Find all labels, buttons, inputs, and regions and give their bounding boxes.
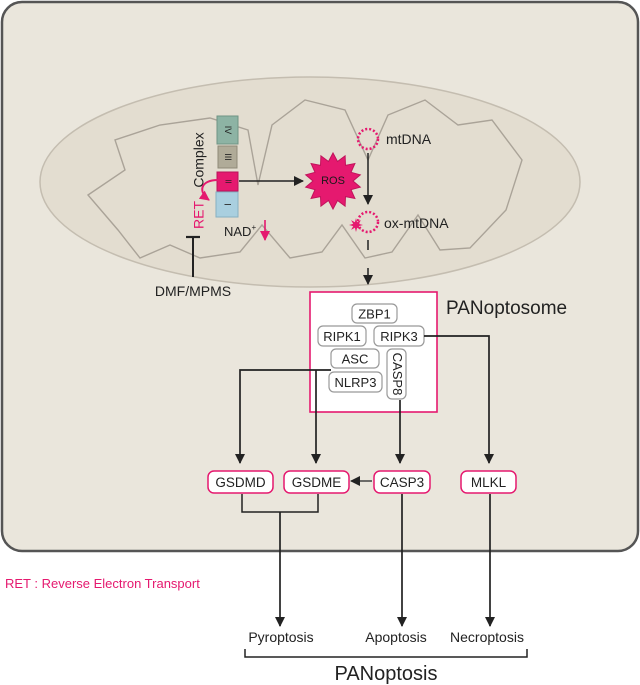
- asc-box: [330, 348, 380, 369]
- ripk1-label: RIPK1: [323, 329, 361, 344]
- gsdme-label: GSDME: [292, 475, 342, 490]
- casp8-box: [386, 348, 407, 400]
- panoptosis-bracket: [244, 649, 528, 658]
- casp8-label: CASP8: [390, 353, 405, 396]
- zbp1-label: ZBP1: [358, 307, 391, 322]
- complex-iii: III: [217, 145, 238, 169]
- panoptosome-title: PANoptosome: [446, 298, 567, 319]
- complex-i: I: [215, 191, 239, 218]
- ripk3-to-mlkl-arrow: [424, 335, 494, 464]
- necroptosis-label: Necroptosis: [450, 629, 524, 645]
- mtdna-label: mtDNA: [386, 131, 432, 147]
- mitochondrion: [39, 76, 581, 288]
- pyroptosis-label: Pyroptosis: [248, 629, 313, 645]
- mlkl-label: MLKL: [471, 475, 507, 490]
- ret-label: RET: [191, 201, 207, 229]
- oxmtdna-label: ox-mtDNA: [384, 215, 449, 231]
- casp3-label: CASP3: [380, 475, 424, 490]
- ret-curved-arrow: [198, 179, 219, 201]
- casp3-box: [373, 470, 431, 494]
- asc-label: ASC: [342, 352, 369, 367]
- svg-text:IV: IV: [223, 126, 233, 135]
- mlkl-box: [460, 470, 517, 494]
- panoptosis-label: PANoptosis: [334, 663, 437, 685]
- ripk3-label: RIPK3: [380, 329, 418, 344]
- complex-title: Complex: [191, 132, 207, 187]
- inhibitor-label: DMF/MPMS: [155, 283, 231, 299]
- svg-text:ROS: ROS: [321, 175, 345, 187]
- svg-text:II: II: [223, 179, 232, 183]
- svg-text:III: III: [223, 153, 233, 161]
- svg-text:I: I: [223, 203, 233, 206]
- complex-ii: II: [216, 171, 239, 192]
- nlrp3-box: [328, 371, 383, 393]
- gsdmd-label: GSDMD: [215, 475, 266, 490]
- ox-mtdna-icon: [349, 210, 380, 234]
- gsdmd-box: [207, 470, 274, 494]
- apoptosis-label: Apoptosis: [365, 629, 426, 645]
- ros-burst: ROS: [304, 151, 362, 211]
- nlrp3-label: NLRP3: [335, 375, 377, 390]
- zbp1-box: [351, 303, 398, 324]
- asc-to-gsdmd-arrow: [235, 369, 331, 464]
- complex-iv: IV: [216, 115, 239, 145]
- gsdme-box: [283, 470, 350, 494]
- ripk1-box: [317, 325, 367, 347]
- mtdna-icon: [356, 127, 380, 151]
- nad-label: NAD+: [224, 223, 256, 239]
- ret-legend: RET : Reverse Electron Transport: [5, 576, 200, 591]
